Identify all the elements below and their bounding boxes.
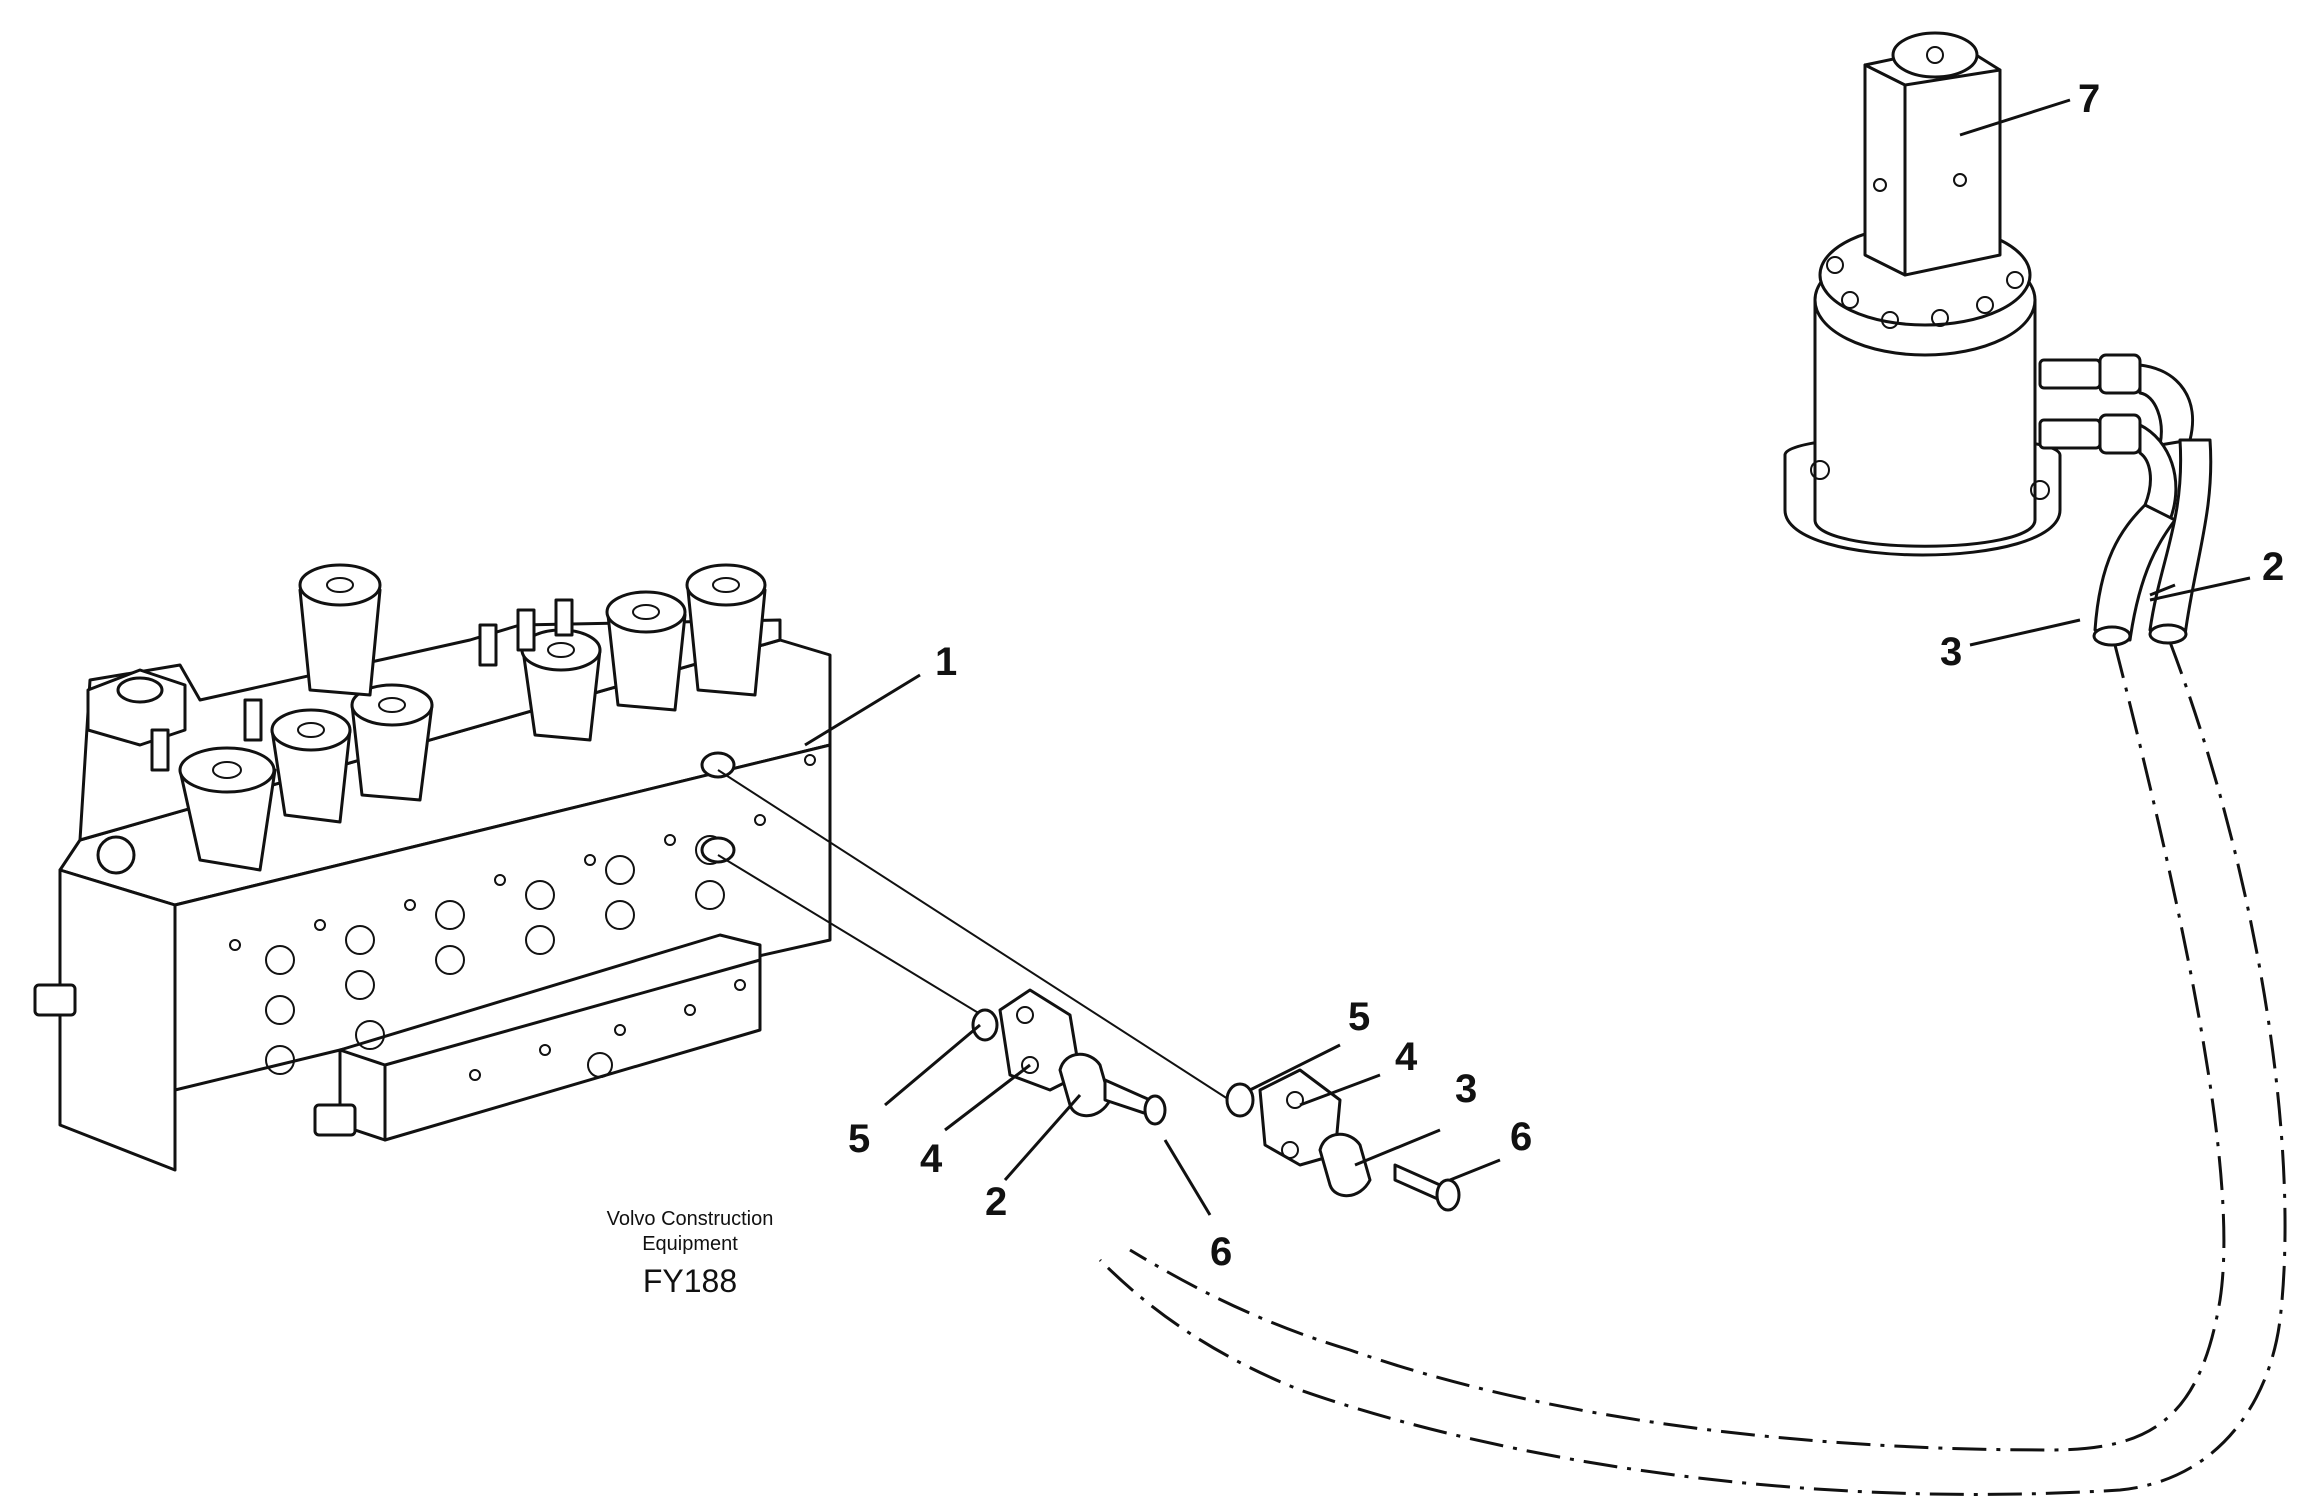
hose-path-inner (1098, 641, 2287, 1496)
callout-6-left: 6 (1210, 1230, 1232, 1274)
callout-3-right: 3 (1455, 1067, 1477, 1111)
callout-4-left: 4 (920, 1137, 943, 1181)
callout-3-hose: 3 (1940, 630, 1962, 674)
fitting-assembly-left (971, 988, 1167, 1126)
figure-code: FY188 (643, 1263, 737, 1299)
leader-lines (804, 98, 2251, 1216)
callout-6-right: 6 (1510, 1115, 1532, 1159)
caption-manufacturer: Volvo Construction (607, 1208, 774, 1230)
callout-4-right: 4 (1395, 1035, 1418, 1079)
callout-5-left: 5 (848, 1117, 870, 1161)
swivel-rotary-joint (1783, 31, 2213, 647)
callout-5-right: 5 (1348, 995, 1370, 1039)
callout-7: 7 (2078, 77, 2100, 121)
hose-path-outer (1129, 644, 2226, 1452)
callout-2-hose: 2 (2262, 545, 2284, 589)
callout-1: 1 (935, 640, 957, 684)
fitting-assembly-right (1225, 1068, 1461, 1212)
control-valve-block (33, 563, 832, 1172)
caption-manufacturer-line2: Equipment (642, 1233, 738, 1255)
solenoid-coils (178, 563, 767, 872)
callout-2-fitting: 2 (985, 1180, 1007, 1224)
